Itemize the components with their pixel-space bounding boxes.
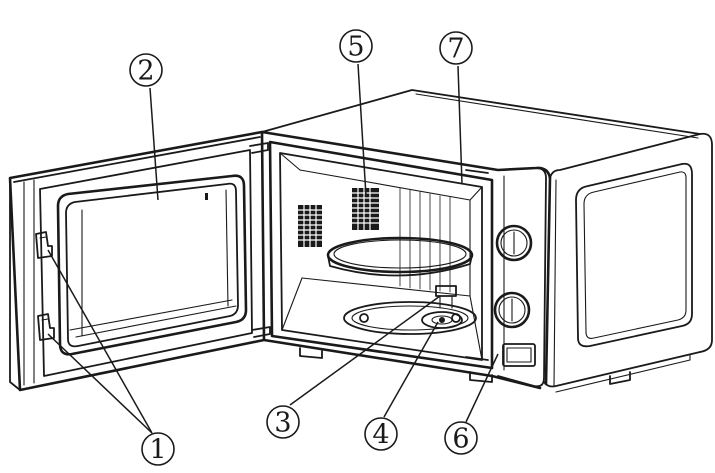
- side-panel: [575, 162, 693, 348]
- cabinet: [260, 89, 713, 393]
- callout-1-label: 1: [149, 435, 166, 466]
- callout-7-label: 7: [447, 34, 464, 65]
- timer-knob[interactable]: [495, 224, 533, 262]
- callout-6-label: 6: [452, 424, 469, 455]
- callout-1: 1: [141, 432, 175, 466]
- turntable-shaft: [421, 285, 463, 329]
- callout-7: 7: [439, 31, 473, 65]
- callout-4-label: 4: [372, 420, 389, 451]
- vent-grille-left: [298, 205, 322, 247]
- door-window: [56, 174, 248, 356]
- callout-2-label: 2: [137, 56, 154, 87]
- leader-lines: [47, 63, 499, 434]
- power-knob[interactable]: [493, 291, 531, 329]
- callout-4: 4: [364, 417, 398, 451]
- control-panel: [493, 167, 547, 388]
- callout-2: 2: [129, 53, 163, 87]
- oven-cavity: [268, 140, 494, 370]
- roller-ring: [343, 301, 477, 335]
- door-release-button[interactable]: [502, 343, 536, 367]
- door: [8, 130, 271, 392]
- door-latch-lower: [37, 313, 55, 341]
- callout-3: 3: [266, 405, 300, 439]
- callout-6: 6: [444, 421, 478, 455]
- callout-5-label: 5: [347, 32, 364, 63]
- door-latch-upper: [35, 231, 53, 259]
- callout-3-label: 3: [274, 408, 291, 439]
- glass-tray: [326, 236, 474, 277]
- callout-5: 5: [339, 29, 373, 63]
